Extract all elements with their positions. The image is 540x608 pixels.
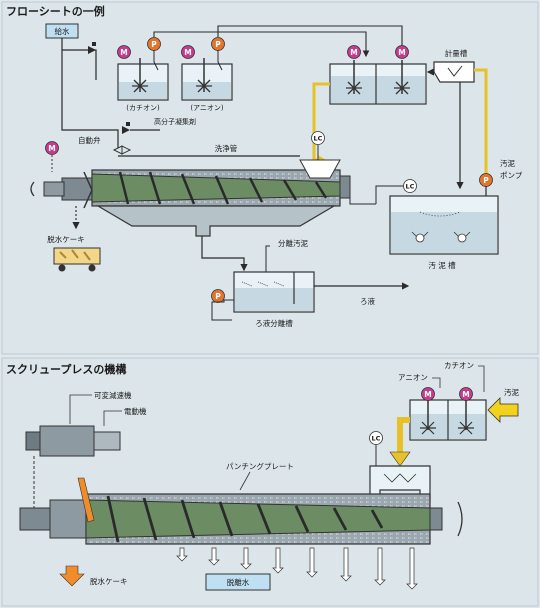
sludge-tank-label: 汚 泥 槽 (428, 260, 456, 270)
anion-label: (アニオン) (190, 104, 224, 112)
pump-icon: P (211, 289, 225, 303)
anion-dosing-line (217, 25, 406, 58)
s2-mixing-tanks (409, 398, 487, 441)
motor-icon: M (421, 387, 435, 401)
filtrate-pump-line (211, 299, 234, 321)
sludge-pump-label-1: 汚泥 (500, 158, 515, 168)
cation-polymer-tank (117, 58, 169, 101)
section1-title: フローシートの一例 (6, 4, 105, 18)
filtrate-line (201, 236, 248, 272)
motor-icon: M (347, 45, 361, 59)
s2-sludge-downflow (397, 417, 410, 454)
sludge-pump-icon: P (479, 173, 493, 187)
motor-icon: M (459, 387, 473, 401)
svg-text:M: M (120, 48, 127, 57)
filtrate-label: ろ液 (360, 296, 375, 306)
anion-leader-line (432, 377, 441, 388)
level-control-icon: LC (311, 131, 325, 145)
cation-leader-line (478, 365, 485, 392)
valve-icon (88, 42, 96, 54)
pump-icon: P (211, 37, 225, 51)
svg-text:P: P (483, 176, 489, 185)
metering-tank-label: 計量槽 (445, 48, 468, 58)
cation-label: (カチオン) (126, 104, 160, 112)
cake-cart (53, 247, 101, 272)
reducer-label: 可変減速機 (94, 390, 132, 400)
auto-valve-label: 自動弁 (78, 135, 101, 145)
section2-title: スクリュープレスの機構 (6, 362, 126, 376)
pump-feed-line (153, 50, 159, 71)
screw-press-2 (19, 493, 463, 545)
punching-plate-leader (239, 471, 251, 491)
level-control-icon: LC (369, 431, 383, 445)
sludge-arrow-icon (389, 451, 411, 467)
water-supply-label: 給水 (55, 26, 70, 36)
svg-text:M: M (398, 48, 405, 57)
polymer-label: 高分子凝集剤 (154, 117, 196, 126)
wash-pipe-label: 洗浄管 (215, 143, 238, 153)
svg-text:LC: LC (314, 135, 323, 143)
svg-text:P: P (215, 292, 221, 301)
svg-text:LC: LC (372, 435, 381, 443)
cake-chute (77, 477, 95, 523)
cation-dosing-line (153, 31, 370, 58)
anion-polymer-tank (181, 58, 233, 101)
separated-sludge-label: 分離汚泥 (278, 238, 308, 248)
cake-arrow-icon (59, 565, 85, 587)
svg-text:P: P (215, 40, 221, 49)
valve-icon (122, 122, 130, 134)
filtrate-separation-tank (233, 271, 315, 313)
svg-text:M: M (424, 390, 431, 399)
motor-icon: M (181, 45, 195, 59)
motor-label: 電動機 (124, 406, 147, 416)
level-control-icon: LC (403, 179, 417, 193)
motor-icon: M (117, 45, 131, 59)
motor-icon: M (395, 45, 409, 59)
motor-leader-line (103, 410, 122, 426)
svg-text:LC: LC (406, 183, 415, 191)
metering-tank (433, 61, 475, 83)
sludge-feed-line (474, 68, 488, 174)
separated-water-label: 脱離水 (227, 577, 250, 587)
mixing-tanks (329, 60, 427, 105)
sludge-inflow-arrow-icon (487, 397, 519, 423)
pump-icon: P (147, 37, 161, 51)
section2-panel (1, 357, 539, 607)
svg-text:M: M (48, 144, 55, 153)
filtrate-tank-label: ろ液分離槽 (255, 318, 293, 328)
reducer-leader-line (69, 394, 92, 424)
s2-cation-label: カチオン (444, 361, 474, 370)
punching-plate-label: パンチングプレート (226, 461, 294, 471)
svg-text:M: M (184, 48, 191, 57)
water-line (61, 38, 119, 148)
sludge-pump-label-2: ポンプ (500, 171, 523, 180)
separated-water-arrows (176, 547, 418, 590)
cake-label: 脱水ケーキ (47, 234, 85, 244)
pump-feed-line (217, 50, 223, 71)
s2-anion-label: アニオン (398, 373, 428, 382)
s2-sludge-label: 汚泥 (504, 387, 519, 397)
svg-text:P: P (151, 40, 157, 49)
screw-press-1 (30, 159, 351, 237)
separated-water-box (205, 573, 271, 591)
motor-icon: M (45, 141, 59, 155)
hopper-level-marks (383, 473, 417, 483)
motor-reducer (25, 425, 121, 457)
valve-icon (112, 145, 132, 155)
sludge-tank (389, 195, 499, 255)
s2-cake-label: 脱水ケーキ (90, 576, 128, 586)
separated-sludge-line (265, 245, 270, 278)
svg-text:M: M (350, 48, 357, 57)
lc-signal-line (375, 185, 403, 204)
svg-text:M: M (462, 390, 469, 399)
